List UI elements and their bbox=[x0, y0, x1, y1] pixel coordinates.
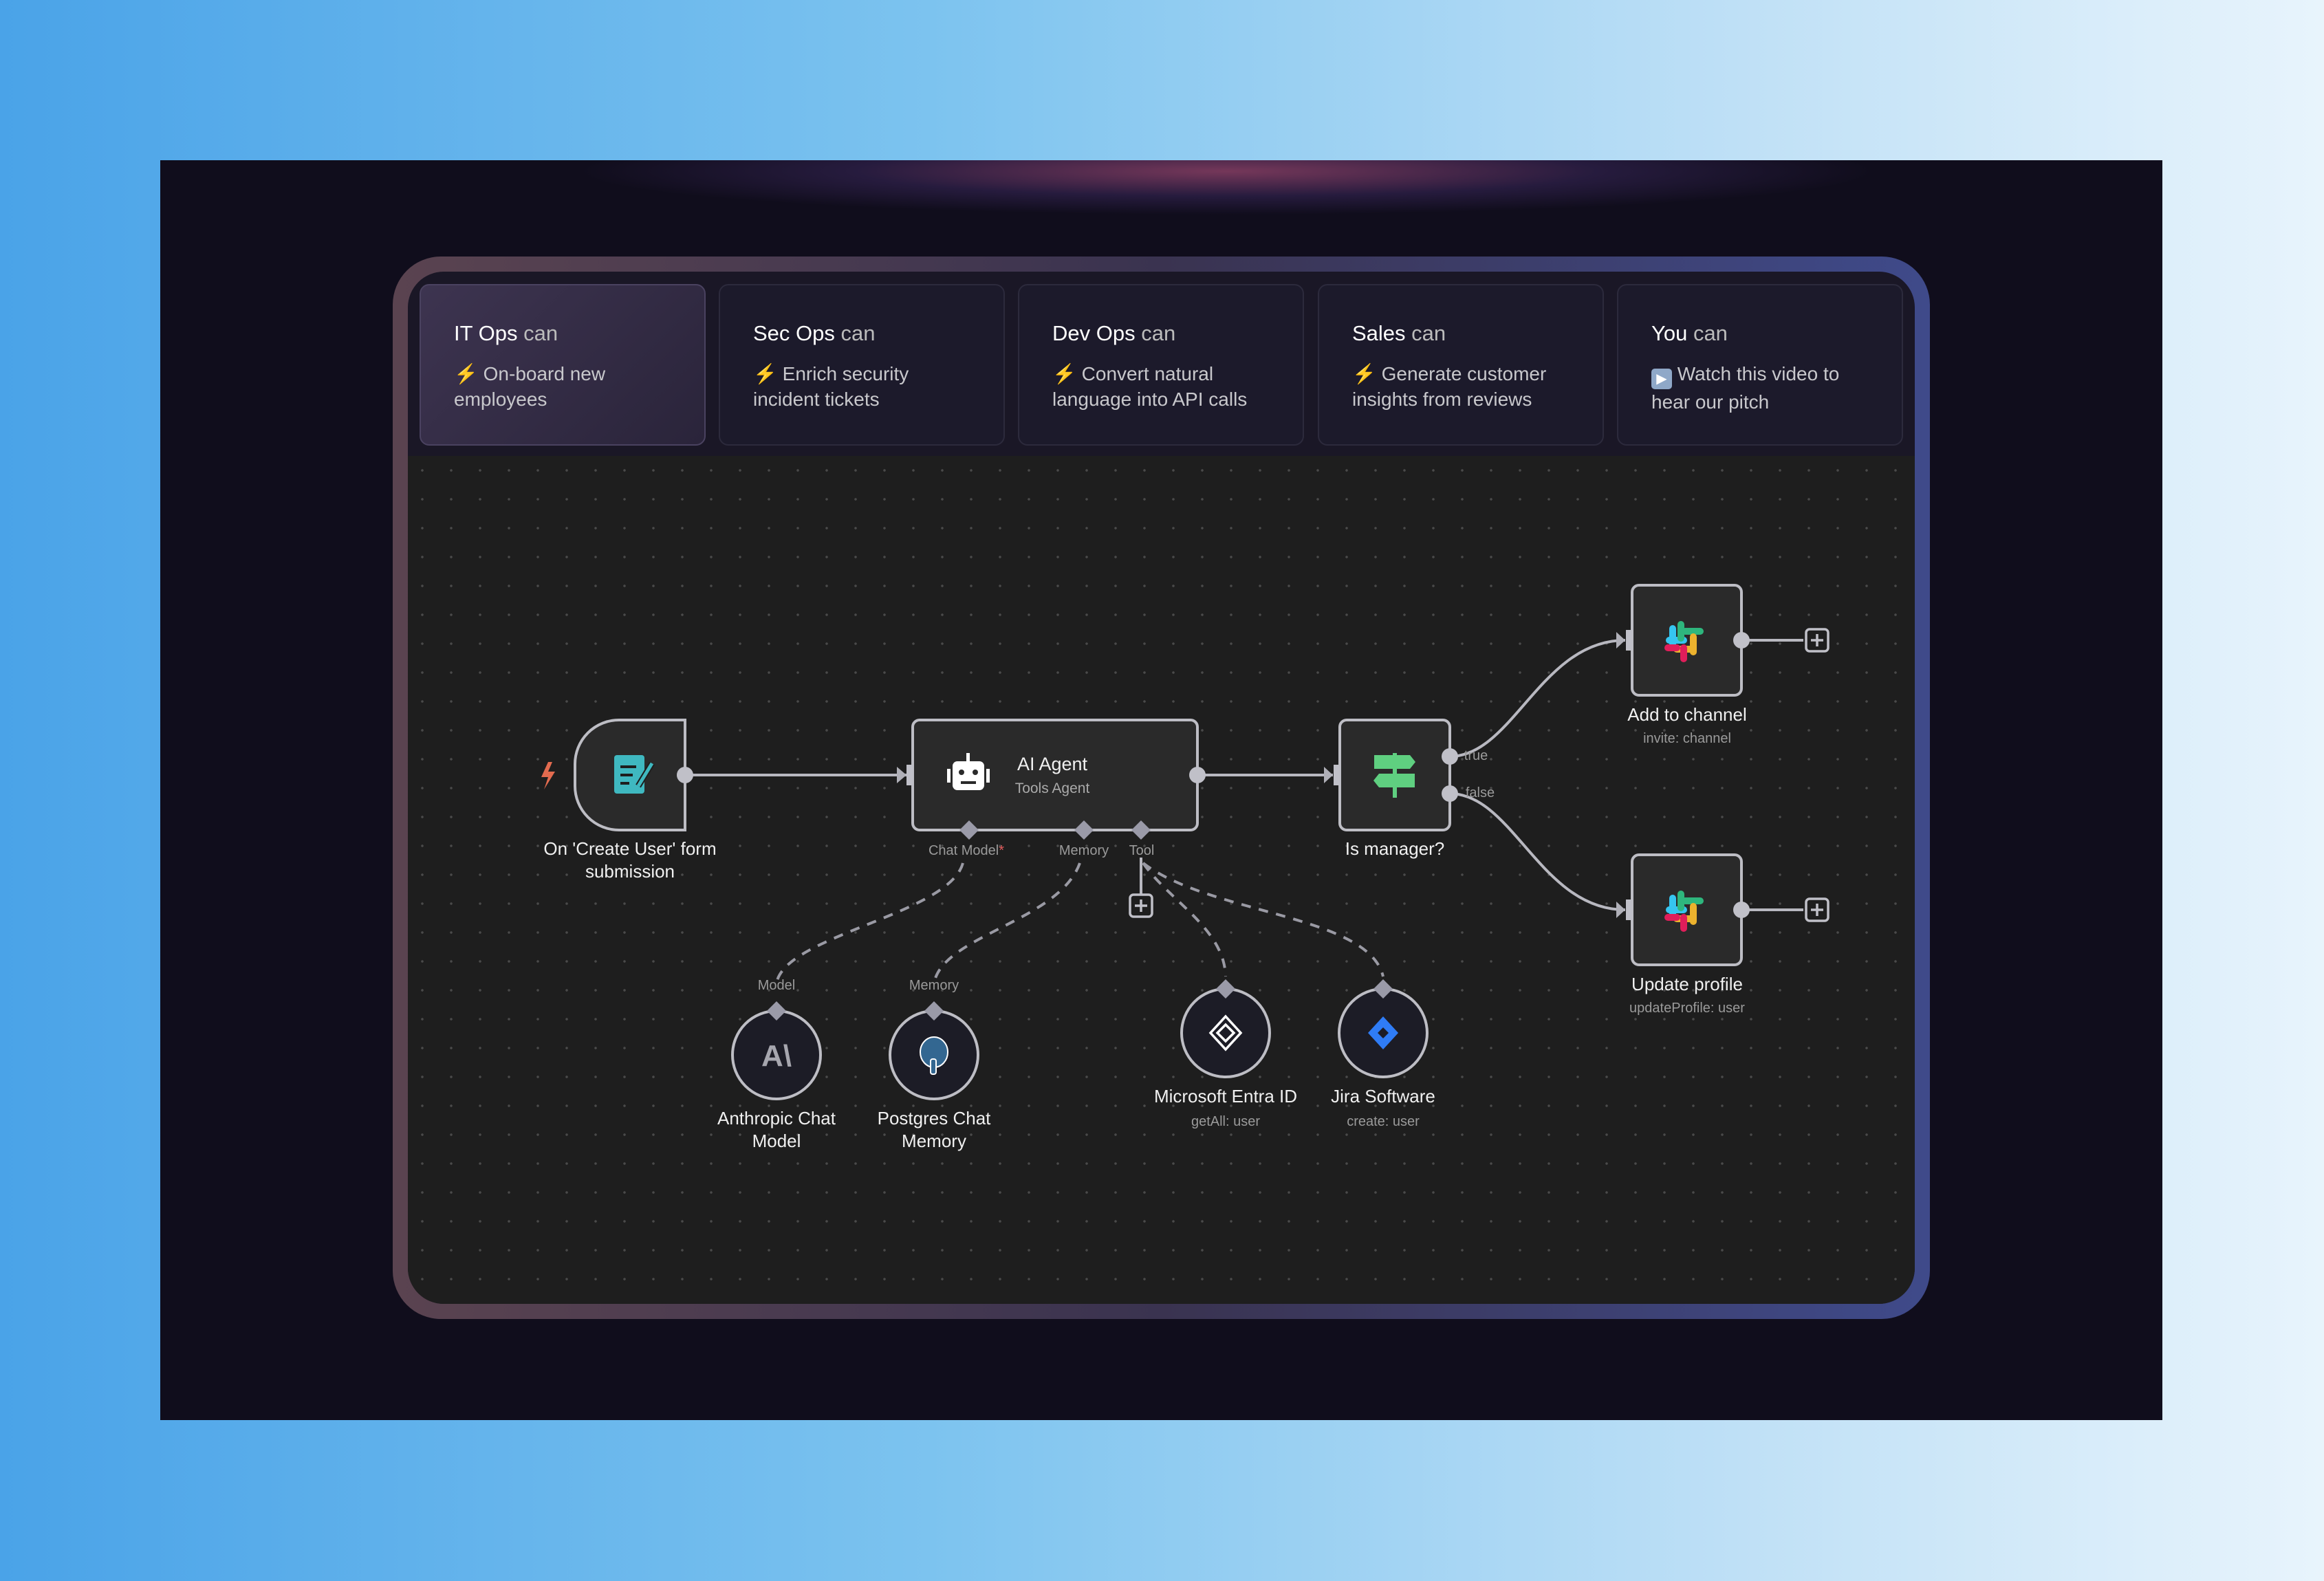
tab-dev-ops[interactable]: Dev Ops can ⚡ Convert natural language i… bbox=[1018, 284, 1304, 446]
tab-desc: On-board new employees bbox=[454, 363, 606, 410]
output-handle bbox=[1733, 632, 1750, 648]
false-handle bbox=[1442, 785, 1458, 802]
tab-can: can bbox=[840, 321, 876, 345]
tab-can: can bbox=[1411, 321, 1446, 345]
slack-icon bbox=[1664, 891, 1704, 932]
arrow-icon bbox=[1616, 902, 1625, 918]
output-handle bbox=[1189, 767, 1206, 783]
jira-icon bbox=[1368, 1016, 1398, 1049]
top-glow bbox=[573, 160, 1880, 215]
output-handle bbox=[677, 767, 693, 783]
trigger-bolt-icon bbox=[541, 762, 555, 789]
jira-sub: create: user bbox=[1347, 1114, 1420, 1129]
lightning-icon: ⚡ bbox=[454, 363, 478, 384]
tab-team: Sec Ops bbox=[753, 321, 835, 345]
tab-desc: Generate customer insights from reviews bbox=[1352, 363, 1547, 410]
tab-sec-ops[interactable]: Sec Ops can ⚡ Enrich security incident t… bbox=[719, 284, 1005, 446]
tab-it-ops[interactable]: IT Ops can ⚡ On-board new employees bbox=[420, 284, 706, 446]
slack-update-label: Update profile bbox=[1631, 974, 1743, 994]
false-label: false bbox=[1465, 785, 1495, 800]
agent-title: AI Agent bbox=[1017, 754, 1088, 774]
entra-sub: getAll: user bbox=[1191, 1114, 1261, 1129]
entra-label: Microsoft Entra ID bbox=[1153, 1086, 1298, 1106]
memory-port bbox=[924, 1001, 944, 1021]
tab-can: can bbox=[1141, 321, 1176, 345]
form-icon bbox=[614, 755, 655, 794]
trigger-label: On 'Create User' form submission bbox=[543, 838, 717, 882]
tab-team: You bbox=[1651, 321, 1688, 345]
memory-port bbox=[1074, 820, 1094, 840]
play-icon: ▶ bbox=[1651, 369, 1672, 389]
tab-sales[interactable]: Sales can ⚡ Generate customer insights f… bbox=[1318, 284, 1604, 446]
lightning-icon: ⚡ bbox=[1352, 363, 1376, 384]
connection-false-slack bbox=[1449, 792, 1626, 911]
connection-tool-entra bbox=[1142, 862, 1227, 977]
tool-port bbox=[1131, 820, 1151, 840]
slack-update-sub: updateProfile: user bbox=[1629, 1001, 1745, 1016]
connection-true-slack bbox=[1449, 639, 1626, 758]
entra-node bbox=[1180, 988, 1271, 1078]
tool-port-label: Tool bbox=[1129, 843, 1155, 858]
tool-port bbox=[1373, 979, 1393, 999]
postgres-elephant-icon bbox=[920, 1036, 948, 1075]
chat-model-port-label: Chat Model* bbox=[928, 843, 1005, 858]
slack-add-sub: invite: channel bbox=[1643, 731, 1731, 746]
arrow-icon bbox=[1324, 767, 1333, 783]
input-handle bbox=[906, 765, 913, 785]
connection-tool-jira bbox=[1142, 862, 1384, 977]
model-port-label: Model bbox=[757, 978, 796, 993]
tab-can: can bbox=[523, 321, 558, 345]
tab-can: can bbox=[1693, 321, 1728, 345]
slack-add-label: Add to channel bbox=[1627, 704, 1747, 725]
tab-team: IT Ops bbox=[454, 321, 518, 345]
if-label: Is manager? bbox=[1345, 838, 1445, 859]
connection-memory bbox=[933, 862, 1081, 984]
postgres-label: Postgres Chat Memory bbox=[877, 1108, 991, 1151]
memory-port-label: Memory bbox=[1058, 843, 1109, 858]
tab-desc: Watch this video to hear our pitch bbox=[1651, 363, 1840, 413]
arrow-icon bbox=[1616, 632, 1625, 648]
tab-you[interactable]: You can ▶ Watch this video to hear our p… bbox=[1617, 284, 1903, 446]
chat-model-port bbox=[959, 820, 979, 840]
connection-chat-model bbox=[775, 862, 964, 984]
slack-icon bbox=[1664, 621, 1704, 662]
tab-desc: Convert natural language into API calls bbox=[1052, 363, 1248, 410]
agent-subtitle: Tools Agent bbox=[1014, 781, 1090, 796]
jira-label: Jira Software bbox=[1331, 1086, 1435, 1106]
anthropic-label: Anthropic Chat Model bbox=[717, 1108, 836, 1151]
input-handle bbox=[1334, 765, 1340, 785]
tab-desc: Enrich security incident tickets bbox=[753, 363, 909, 410]
arrow-icon bbox=[897, 767, 906, 783]
lightning-icon: ⚡ bbox=[1052, 363, 1076, 384]
robot-icon bbox=[947, 753, 990, 790]
model-port bbox=[767, 1001, 786, 1021]
true-label: true bbox=[1464, 748, 1488, 763]
input-handle bbox=[1626, 899, 1632, 920]
output-handle bbox=[1733, 902, 1750, 918]
input-handle bbox=[1626, 630, 1632, 651]
memory-port-label: Memory bbox=[909, 978, 959, 993]
lightning-icon: ⚡ bbox=[753, 363, 777, 384]
anthropic-logo-icon: A\ bbox=[761, 1039, 792, 1073]
tool-port bbox=[1216, 979, 1235, 999]
entra-icon bbox=[1208, 1014, 1243, 1051]
true-handle bbox=[1442, 748, 1458, 765]
tab-team: Sales bbox=[1352, 321, 1406, 345]
signpost-icon bbox=[1373, 753, 1415, 798]
tab-team: Dev Ops bbox=[1052, 321, 1136, 345]
